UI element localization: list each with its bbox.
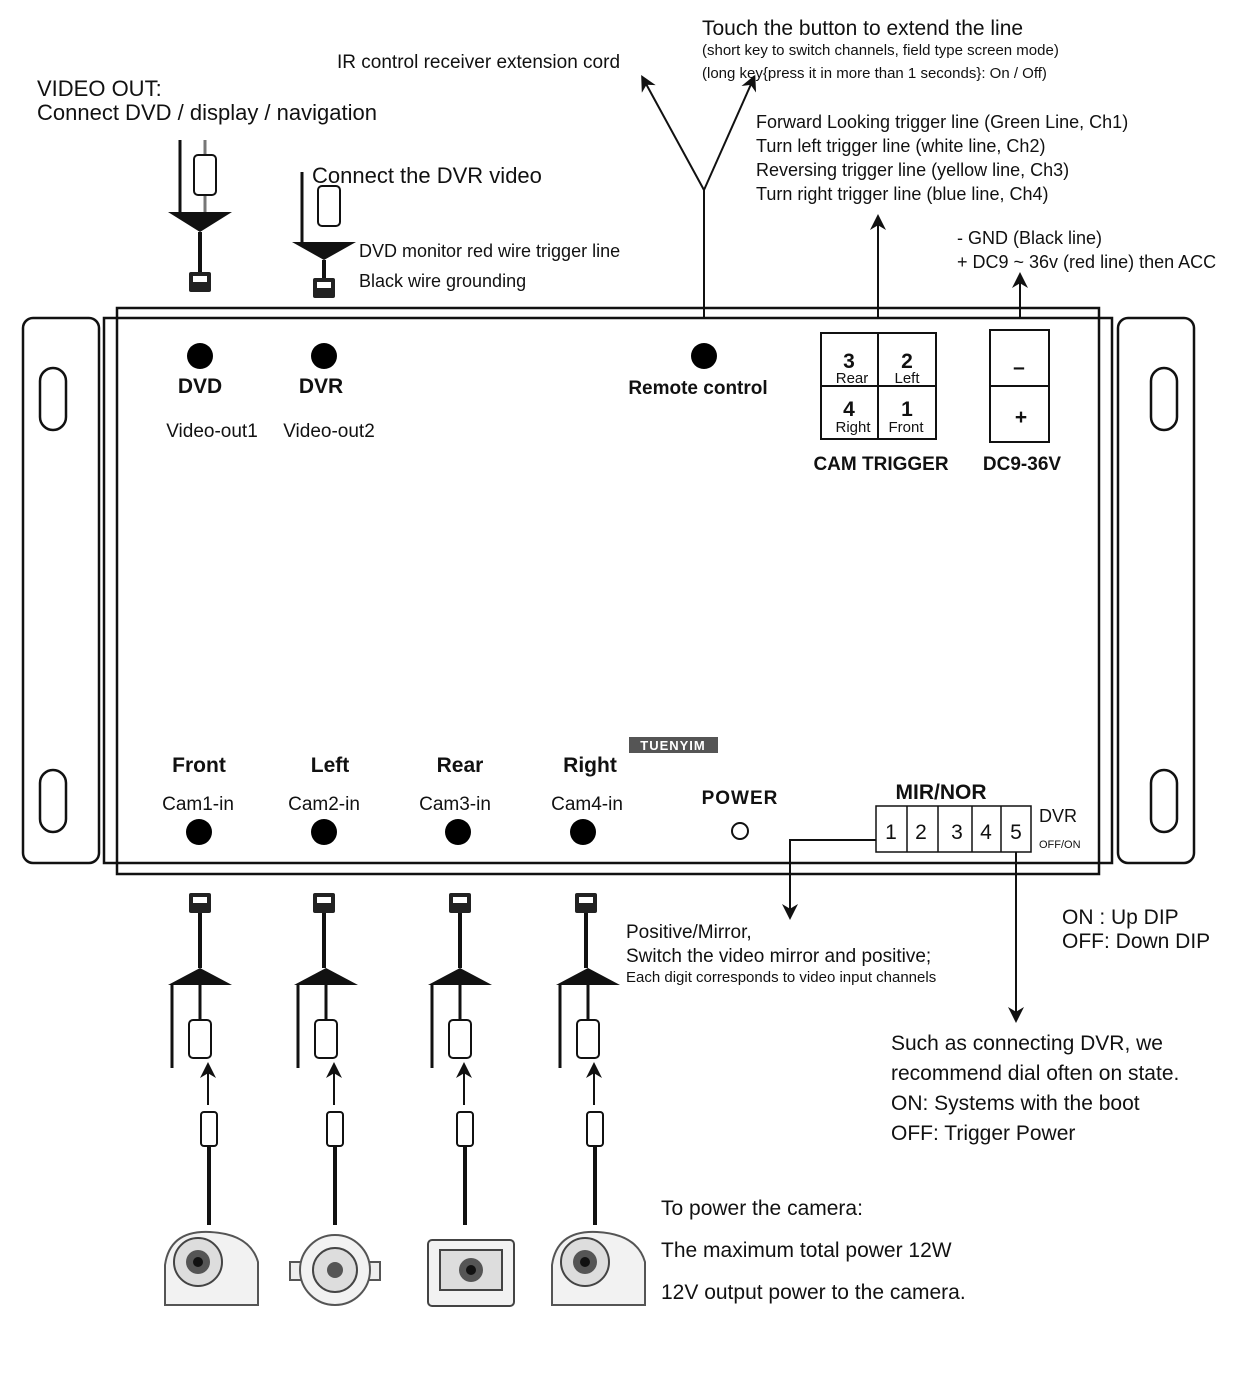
dvr-note-line4: OFF: Trigger Power [891,1122,1075,1145]
touch-short-key: (short key to switch channels, field typ… [702,42,1059,59]
dvr-output-cable [292,172,356,298]
output-dvr-port[interactable] [311,343,337,369]
trigger-ch3-note: Reversing trigger line (yellow line, Ch3… [756,160,1069,180]
input-front-sub: Cam1-in [162,794,234,815]
dvr-note-line1: Such as connecting DVR, we [891,1032,1163,1055]
input-left-sub: Cam2-in [288,794,360,815]
dc-power-label: DC9-36V [983,454,1061,475]
input-left-label: Left [311,754,350,777]
black-ground-note: Black wire grounding [359,271,526,291]
ir-split-line [641,74,757,352]
trigger-ch1-note: Forward Looking trigger line (Green Line… [756,112,1128,132]
dc-power-note: + DC9 ~ 36v (red line) then ACC [957,252,1216,272]
input-left-port[interactable] [311,819,337,845]
input-right-label: Right [563,754,617,777]
gnd-note: - GND (Black line) [957,228,1102,248]
input-rear-sub: Cam3-in [419,794,491,815]
mirror-note-detail: Each digit corresponds to video input ch… [626,969,936,986]
output-dvd-sub: Video-out1 [166,421,258,442]
ir-cord-note: IR control receiver extension cord [337,52,620,73]
dip-switch-5[interactable]: 5 [1010,821,1022,844]
trigger-cell-name: Front [888,419,924,436]
trigger-cell-num: 1 [901,398,913,421]
dc-power-block[interactable] [989,329,1050,443]
camera-cable-rear [428,893,492,1225]
dip-dvr-label: DVR [1039,806,1077,826]
remote-control-port[interactable] [691,343,717,369]
dip-switch-3[interactable]: 3 [951,821,963,844]
output-dvd-port[interactable] [187,343,213,369]
dvd-output-cable [168,140,232,292]
side-camera-icon [164,1230,259,1306]
trigger-cell-num: 2 [901,350,913,373]
camera-cable-front [168,893,232,1225]
brand-badge [629,737,718,753]
trigger-cell-name: Left [894,370,920,387]
input-front-port[interactable] [186,819,212,845]
remote-control-label: Remote control [628,378,767,399]
power-led [731,822,749,840]
dip-switch-1[interactable]: 1 [885,821,897,844]
trigger-cell-name: Rear [836,370,869,387]
trigger-cell-num: 4 [843,398,855,421]
mirror-note-desc: Switch the video mirror and positive; [626,946,931,967]
dip-switch-4[interactable]: 4 [980,821,992,844]
dvr-video-note: Connect the DVR video [312,163,542,188]
output-dvr-label: DVR [299,375,343,398]
dip-switch-block[interactable] [875,805,1032,853]
camera-power-title: To power the camera: [661,1197,863,1220]
dvd-trigger-note: DVD monitor red wire trigger line [359,241,620,261]
mirror-arrow [782,839,876,920]
cam-trigger-block[interactable] [820,332,937,440]
dip-off-note: OFF: Down DIP [1062,930,1210,953]
input-front-label: Front [172,754,226,777]
mirror-note-title: Positive/Mirror, [626,922,752,943]
dip-switch-2[interactable]: 2 [915,821,927,844]
power-led-label: POWER [702,788,779,809]
touch-long-key: (long key{press it in more than 1 second… [702,65,1047,82]
brand-label: TUENYIM [640,738,706,753]
output-dvr-sub: Video-out2 [283,421,375,442]
input-rear-port[interactable] [445,819,471,845]
input-right-port[interactable] [570,819,596,845]
rear-camera-icon [427,1239,515,1307]
trigger-cell-num: 3 [843,350,855,373]
dvr-note-line2: recommend dial often on state. [891,1062,1179,1085]
input-rear-label: Rear [437,754,484,777]
dip-on-note: ON : Up DIP [1062,906,1179,929]
dvr-note-line3: ON: Systems with the boot [891,1092,1140,1115]
touch-button-title: Touch the button to extend the line [702,17,1023,40]
dc-minus: – [1013,356,1025,379]
output-dvd-label: DVD [178,375,222,398]
device-body [21,306,1196,876]
camera-cable-left [294,893,358,1225]
dip-title: MIR/NOR [896,781,987,804]
camera-cable-right [556,893,620,1225]
dc-plus: + [1015,406,1027,429]
video-out-title: VIDEO OUT: [37,76,162,101]
video-out-desc: Connect DVD / display / navigation [37,100,377,125]
camera-power-max: The maximum total power 12W [661,1239,952,1262]
dip-dvr-sub: OFF/ON [1039,839,1081,851]
flush-camera-icon [289,1234,381,1306]
cam-trigger-title: CAM TRIGGER [813,454,948,475]
trigger-ch4-note: Turn right trigger line (blue line, Ch4) [756,184,1048,204]
camera-power-output: 12V output power to the camera. [661,1281,966,1304]
trigger-cell-name: Right [835,419,871,436]
input-right-sub: Cam4-in [551,794,623,815]
trigger-ch2-note: Turn left trigger line (white line, Ch2) [756,136,1045,156]
side-camera-icon [551,1230,646,1306]
